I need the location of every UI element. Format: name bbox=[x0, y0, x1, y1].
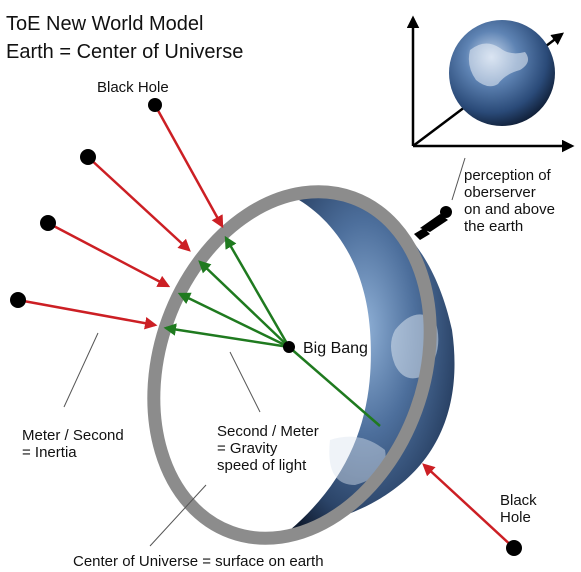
black-hole-dot-5 bbox=[506, 540, 522, 556]
leader-center-universe bbox=[149, 484, 207, 547]
center-universe-label: Center of Universe = surface on earth bbox=[73, 553, 324, 570]
leader-lines bbox=[63, 157, 466, 547]
red-arrow-4 bbox=[17, 298, 158, 330]
black-hole-top-label: Black Hole bbox=[97, 79, 169, 96]
black-hole-dot-1 bbox=[148, 98, 162, 112]
title-line-2: Earth = Center of Universe bbox=[6, 41, 243, 63]
green-arrow-2 bbox=[198, 260, 290, 348]
leader-meter-second bbox=[63, 332, 99, 408]
black-holes bbox=[10, 98, 522, 556]
green-arrow-3 bbox=[177, 292, 290, 349]
red-arrow-3 bbox=[47, 221, 171, 288]
second-meter-line-1: Second / Meter bbox=[217, 423, 319, 440]
red-arrow-1 bbox=[153, 104, 224, 229]
big-bang-label: Big Bang bbox=[303, 340, 368, 357]
leader-perception bbox=[451, 157, 466, 201]
universe-rim-ring bbox=[147, 185, 437, 545]
perception-axes bbox=[406, 15, 575, 153]
green-line-to-surface bbox=[288, 346, 381, 427]
outbound-arrows bbox=[163, 235, 381, 427]
big-bang-dot bbox=[283, 341, 295, 353]
perception-line-1: perception of bbox=[464, 167, 552, 184]
green-arrow-1 bbox=[224, 235, 291, 348]
observer-person-icon bbox=[414, 206, 452, 240]
black-hole-bottom-line-1: Black bbox=[500, 492, 537, 509]
perception-line-3: on and above bbox=[464, 201, 555, 218]
second-meter-line-3: speed of light bbox=[217, 457, 307, 474]
globe-clouds-icon bbox=[468, 43, 529, 87]
title-line-1: ToE New World Model bbox=[6, 13, 203, 35]
earth-clouds-2-icon bbox=[329, 436, 386, 485]
perception-line-2: oberserver bbox=[464, 184, 536, 201]
black-hole-dot-3 bbox=[40, 215, 56, 231]
black-hole-bottom-line-2: Hole bbox=[500, 509, 531, 526]
meter-second-line-2: = Inertia bbox=[22, 444, 77, 461]
black-hole-dot-4 bbox=[10, 292, 26, 308]
green-arrow-4 bbox=[163, 323, 290, 349]
red-arrow-2 bbox=[87, 156, 191, 252]
black-hole-dot-2 bbox=[80, 149, 96, 165]
inbound-arrows bbox=[17, 104, 515, 549]
second-meter-line-2: = Gravity bbox=[217, 440, 278, 457]
earth-surface-icon bbox=[290, 193, 455, 531]
meter-second-line-1: Meter / Second bbox=[22, 427, 124, 444]
red-arrow-5 bbox=[422, 463, 515, 549]
perception-line-4: the earth bbox=[464, 218, 523, 235]
leader-second-meter bbox=[229, 351, 261, 413]
earth-hemisphere bbox=[147, 185, 455, 545]
